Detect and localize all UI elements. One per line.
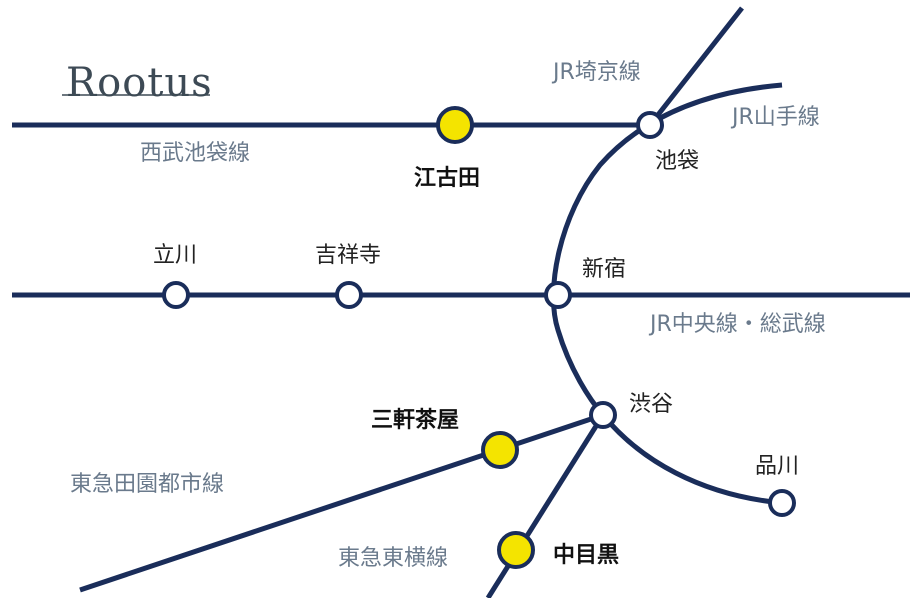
station-ikebukuro-marker[interactable] <box>636 111 664 139</box>
label-ekoda: 江古田 <box>414 165 480 191</box>
station-ekoda-marker[interactable] <box>436 106 474 144</box>
label-jr-saikyo: JR埼京線 <box>551 60 641 85</box>
label-nakameguro: 中目黒 <box>553 543 619 568</box>
logo-text: Rootus <box>66 60 213 106</box>
label-jr-yamanote: JR山手線 <box>730 105 820 130</box>
label-kichijoji: 吉祥寺 <box>315 243 381 268</box>
rootus-logo: Rootus <box>62 60 213 106</box>
station-kichijoji-marker[interactable] <box>335 281 363 309</box>
label-seibu-ikebukuro: 西武池袋線 <box>140 141 250 166</box>
line-tokyu-toyoko <box>485 413 606 598</box>
station-shinjuku-marker[interactable] <box>544 281 572 309</box>
station-nakameguro-marker[interactable] <box>497 531 535 569</box>
station-tachikawa-marker[interactable] <box>162 281 190 309</box>
label-shinagawa: 品川 <box>755 454 799 479</box>
label-shibuya: 渋谷 <box>629 392 673 417</box>
line-jr-saikyo <box>648 6 744 127</box>
label-tachikawa: 立川 <box>153 243 197 268</box>
label-ikebukuro: 池袋 <box>655 149 699 174</box>
label-shinjuku: 新宿 <box>582 257 626 282</box>
label-sangenjaya: 三軒茶屋 <box>371 407 459 433</box>
station-shinagawa-marker[interactable] <box>768 489 796 517</box>
label-tokyu-toyoko: 東急東横線 <box>338 546 448 571</box>
label-jr-chuo-sobu: JR中央線・総武線 <box>648 312 826 337</box>
station-shibuya-marker[interactable] <box>589 401 617 429</box>
station-sangenjaya-marker[interactable] <box>481 431 519 469</box>
label-tokyu-denentoshi: 東急田園都市線 <box>70 472 224 497</box>
